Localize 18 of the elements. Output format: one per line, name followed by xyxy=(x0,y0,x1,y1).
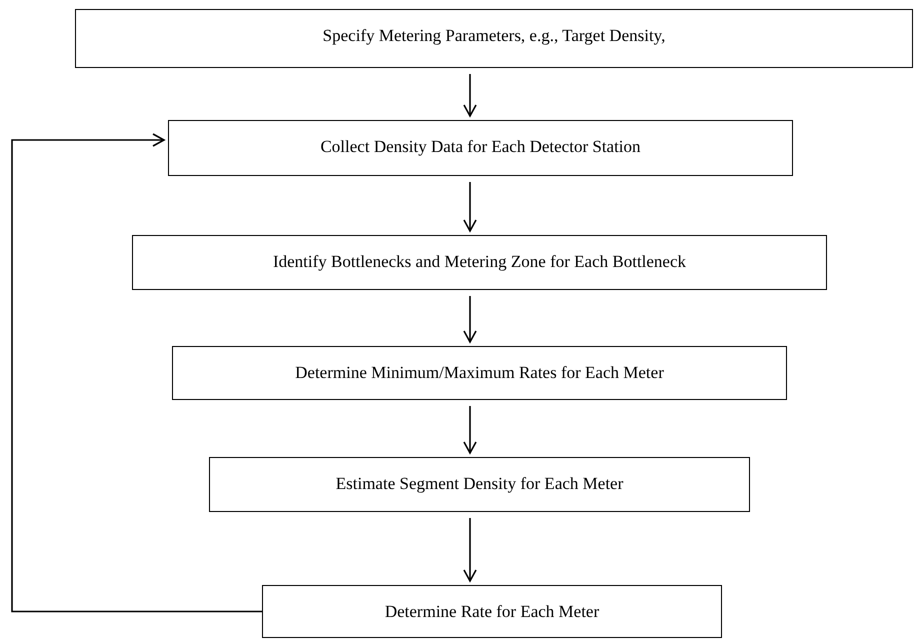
process-box xyxy=(75,9,913,68)
process-box xyxy=(132,235,827,290)
arrow xyxy=(11,133,262,612)
process-box xyxy=(209,457,750,512)
arrow xyxy=(463,518,477,582)
process-box xyxy=(168,120,793,176)
arrow xyxy=(463,296,477,343)
step-text: Estimate Segment Density for Each Meter xyxy=(336,473,624,495)
step-text: Collect Density Data for Each Detector Station xyxy=(320,136,641,158)
step-text: Determine Minimum/Maximum Rates for Each Meter xyxy=(295,362,664,384)
step-text: Determine Rate for Each Meter xyxy=(384,601,600,623)
step-text: Specify Metering Parameters, e.g., Target Density, xyxy=(322,25,666,47)
process-box xyxy=(172,346,787,400)
arrow xyxy=(463,182,477,232)
arrow xyxy=(463,74,477,117)
step-text: Identify Bottlenecks and Metering Zone for Each Bottleneck xyxy=(272,251,686,273)
process-box xyxy=(262,585,722,638)
arrow xyxy=(463,406,477,454)
